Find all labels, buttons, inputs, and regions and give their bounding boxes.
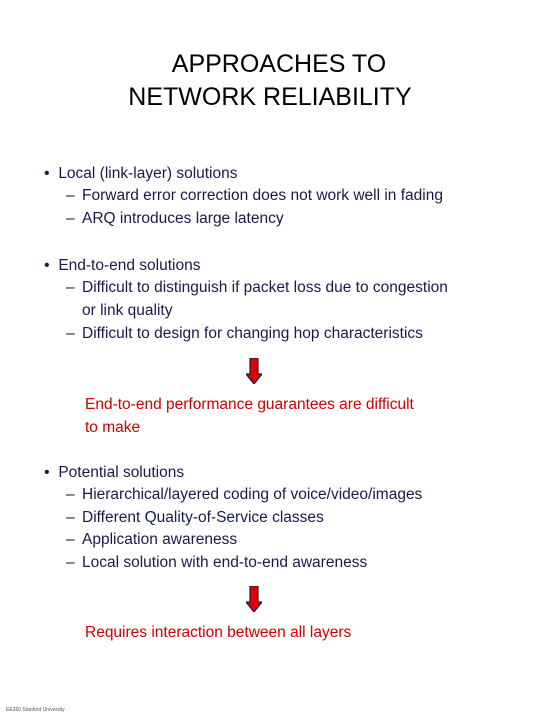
down-arrow-icon	[246, 358, 262, 384]
footer-text: EE360 Stanford University	[6, 707, 65, 713]
sub-item-text: Difficult to distinguish if packet loss …	[82, 279, 448, 296]
sub-item-local-solution: –Local solution with end-to-end awarenes…	[66, 552, 367, 575]
sub-item-text: Local solution with end-to-end awareness	[82, 554, 368, 571]
slide-title-line-2: NETWORK RELIABILITY	[128, 83, 412, 111]
callout-line-2: to make	[85, 418, 141, 436]
dash-icon: –	[66, 279, 75, 296]
callout-text: Requires interaction between all layers	[85, 624, 352, 641]
sub-item-text: ARQ introduces large latency	[82, 210, 284, 227]
sub-item-text: Hierarchical/layered coding of voice/vid…	[82, 486, 423, 503]
callout-interaction-layers: Requires interaction between all layers	[85, 622, 351, 645]
bullet-text: Potential solutions	[58, 464, 185, 481]
bullet-end-to-end-solutions: • End-to-end solutions	[44, 255, 200, 277]
sub-item-hop-characteristics: –Difficult to design for changing hop ch…	[66, 323, 423, 346]
dash-icon: –	[66, 325, 75, 342]
slide-title: APPROACHES TO NETWORK RELIABILITY	[0, 48, 540, 114]
bullet-local-solutions: • Local (link-layer) solutions	[44, 163, 238, 185]
dash-icon: –	[66, 554, 75, 571]
dash-icon: –	[66, 187, 75, 204]
sub-item-text: Different Quality-of-Service classes	[82, 509, 324, 526]
bullet-icon: •	[44, 257, 50, 274]
down-arrow-icon	[246, 586, 262, 612]
dash-icon: –	[66, 210, 75, 227]
dash-icon: –	[66, 509, 75, 526]
sub-item-packet-loss: –Difficult to distinguish if packet loss…	[66, 277, 448, 322]
sub-item-continuation: or link quality	[82, 301, 173, 319]
sub-item-text: Difficult to design for changing hop cha…	[82, 325, 423, 342]
sub-item-layered-coding: –Hierarchical/layered coding of voice/vi…	[66, 484, 422, 507]
bullet-text: End-to-end solutions	[58, 257, 201, 274]
dash-icon: –	[66, 531, 75, 548]
bullet-text: Local (link-layer) solutions	[58, 165, 238, 182]
bullet-icon: •	[44, 165, 50, 182]
sub-item-fec: –Forward error correction does not work …	[66, 185, 443, 208]
sub-item-arq: –ARQ introduces large latency	[66, 208, 284, 231]
dash-icon: –	[66, 486, 75, 503]
callout-performance-guarantees: End-to-end performance guarantees are di…	[85, 394, 414, 439]
callout-line-1: End-to-end performance guarantees are di…	[85, 396, 414, 413]
sub-item-text: Application awareness	[82, 531, 238, 548]
sub-item-qos-classes: –Different Quality-of-Service classes	[66, 507, 324, 530]
bullet-potential-solutions: • Potential solutions	[44, 462, 184, 484]
sub-item-application-awareness: –Application awareness	[66, 529, 237, 552]
sub-item-text: Forward error correction does not work w…	[82, 187, 443, 204]
bullet-icon: •	[44, 464, 50, 481]
slide-title-line-1: APPROACHES TO	[171, 50, 387, 78]
